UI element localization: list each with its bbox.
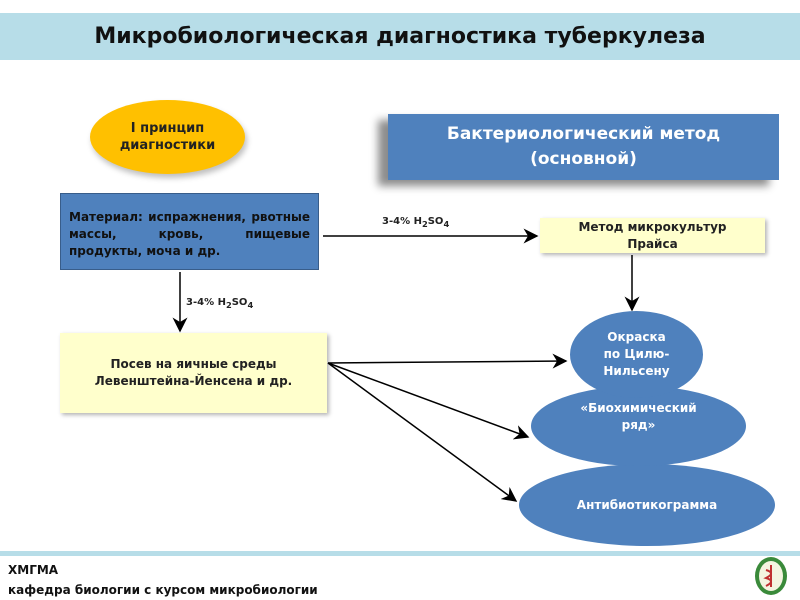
arrow-posev-to-antibiotic — [327, 362, 518, 502]
academy-logo-icon — [755, 557, 787, 595]
footer-org: ХМГМА — [8, 563, 59, 577]
method-line1: Бактериологический метод — [446, 124, 721, 144]
footer-dept: кафедра биологии с курсом микробиологии — [8, 583, 318, 597]
reagent-label-horizontal: 3-4% H2SO4 — [382, 216, 450, 229]
method-line2: (основной) — [530, 149, 637, 169]
price-line1: Метод микрокультур — [578, 219, 727, 234]
slide-title: Микробиологическая диагностика туберкуле… — [0, 13, 800, 60]
material-box: Материал: испражнения, рвотные массы, кр… — [60, 193, 319, 270]
principle-line2: диагностики — [119, 138, 216, 153]
principle-line1: I принцип — [130, 121, 205, 136]
bacteriological-method-box: Бактериологический метод (основной) — [388, 114, 779, 180]
principle-ellipse: I принцип диагностики — [90, 100, 245, 174]
arrow-posev-to-stain — [327, 353, 568, 369]
price-line2: Прайса — [627, 236, 678, 251]
antibiogram-ellipse: Антибиотикограмма — [519, 464, 775, 546]
posev-line1: Посев на яичные среды — [110, 357, 277, 371]
footer: ХМГМА кафедра биологии с курсом микробиол… — [8, 560, 318, 600]
reagent-label-vertical: 3-4% H2SO4 — [186, 297, 254, 310]
footer-divider — [0, 551, 800, 556]
posev-line2: Левенштейна-Йенсена и др. — [94, 374, 293, 388]
arrow-posev-to-bio — [327, 362, 530, 440]
